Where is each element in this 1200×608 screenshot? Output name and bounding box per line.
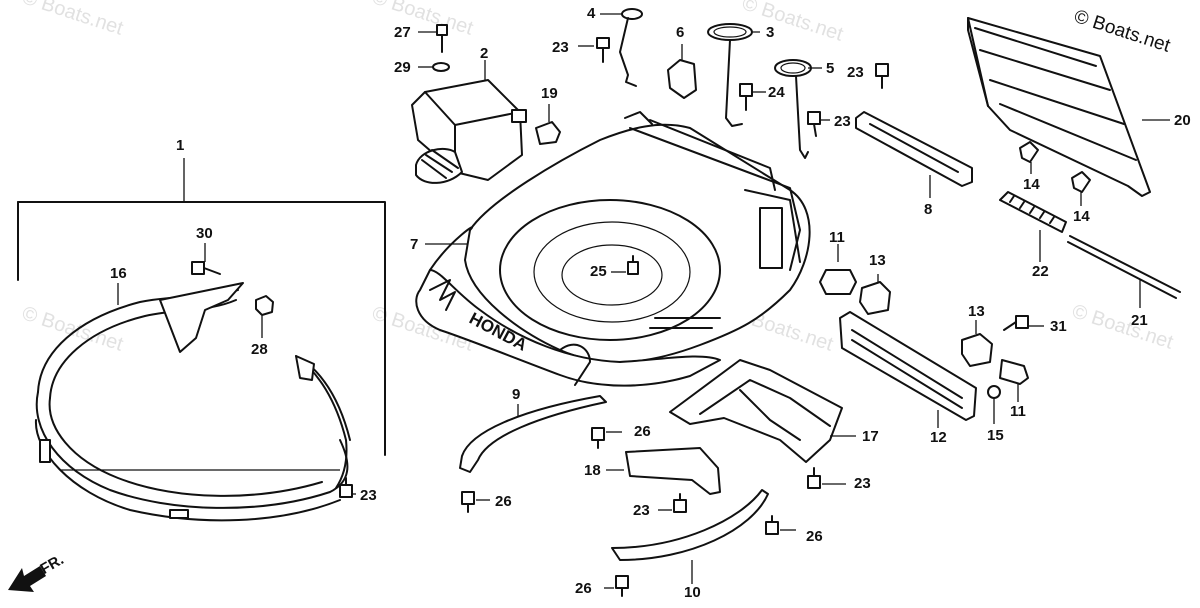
part-23-bolt [658, 493, 687, 513]
callout-4: 4 [587, 5, 596, 22]
callout-25: 25 [590, 263, 607, 280]
callout-1: 1 [176, 137, 185, 154]
part-22-comb [999, 191, 1067, 262]
callout-8: 8 [924, 201, 933, 218]
callout-23: 23 [847, 64, 864, 81]
callout-16: 16 [110, 265, 127, 282]
callout-23: 23 [854, 475, 871, 492]
part-26-bolt [765, 515, 796, 535]
callout-30: 30 [196, 225, 213, 242]
part-13-block [859, 274, 891, 315]
part-4-rod [600, 8, 643, 87]
part-11-pin [819, 244, 857, 295]
callout-22: 22 [1032, 263, 1049, 280]
callout-17: 17 [862, 428, 879, 445]
part-25-center-bolt [611, 255, 639, 275]
part-31-bolt [1003, 315, 1044, 331]
callout-28: 28 [251, 341, 268, 358]
part-3-spring-rod [707, 23, 760, 127]
callout-23: 23 [552, 39, 569, 56]
callout-7: 7 [410, 236, 419, 253]
callout-26: 26 [634, 423, 651, 440]
callout-21: 21 [1131, 312, 1148, 329]
part-27-bolt [418, 24, 448, 53]
part-26-bolt [604, 575, 629, 597]
callout-10: 10 [684, 584, 701, 601]
callout-15: 15 [987, 427, 1004, 444]
part-26-bolt [591, 427, 622, 449]
part-2-cable-cover [411, 60, 527, 184]
part-16-skirt-band [34, 282, 351, 522]
part-1-assembly-box [17, 158, 386, 456]
part-28-nut [255, 295, 274, 338]
part-15-cap [987, 385, 1001, 424]
callout-5: 5 [826, 60, 835, 77]
part-30-bolt [191, 243, 221, 275]
part-11-pin [999, 359, 1029, 402]
callout-23: 23 [633, 502, 650, 519]
callout-18: 18 [584, 462, 601, 479]
callout-14: 14 [1023, 176, 1040, 193]
callout-23: 23 [834, 113, 851, 130]
callout-9: 9 [512, 386, 521, 403]
callout-20: 20 [1174, 112, 1191, 129]
callout-26: 26 [806, 528, 823, 545]
part-29-washer [418, 62, 450, 72]
part-5-spring-rod [774, 59, 822, 159]
part-23-bolt [578, 37, 610, 63]
part-6-bracket [667, 44, 697, 99]
part-9-deflector-strip [459, 395, 607, 473]
part-13-block [961, 320, 993, 367]
part-10-strip [611, 489, 769, 584]
part-17-bracket [669, 359, 856, 463]
front-direction-arrow [8, 566, 46, 592]
callout-31: 31 [1050, 318, 1067, 335]
part-12-front-bar [839, 311, 977, 428]
callout-23: 23 [360, 487, 377, 504]
part-14-clip [1071, 171, 1091, 206]
part-18-plate [606, 447, 721, 495]
part-21-rod [1067, 235, 1181, 308]
part-23-bolt [875, 63, 889, 89]
callout-6: 6 [676, 24, 685, 41]
part-14-clip [1019, 141, 1039, 174]
callout-11: 11 [1010, 403, 1026, 420]
callout-19: 19 [541, 85, 558, 102]
callout-13: 13 [968, 303, 985, 320]
part-7-mower-deck: HONDA [415, 111, 811, 387]
callout-27: 27 [394, 24, 411, 41]
part-8-rear-bar [855, 111, 973, 198]
callout-12: 12 [930, 429, 947, 446]
part-24-bolt [739, 83, 766, 111]
callout-11: 11 [829, 229, 845, 246]
callout-3: 3 [766, 24, 775, 41]
part-26-bolt [461, 491, 490, 513]
callout-29: 29 [394, 59, 411, 76]
callout-13: 13 [869, 252, 886, 269]
callout-2: 2 [480, 45, 489, 62]
part-23-bolt [807, 467, 846, 489]
callout-26: 26 [495, 493, 512, 510]
part-20-rear-flap [967, 17, 1170, 197]
part-23-bolt [807, 111, 830, 137]
callout-26: 26 [575, 580, 592, 597]
callout-24: 24 [768, 84, 785, 101]
part-19-clip [535, 104, 561, 145]
callout-14: 14 [1073, 208, 1090, 225]
part-23-bolt [339, 477, 356, 498]
